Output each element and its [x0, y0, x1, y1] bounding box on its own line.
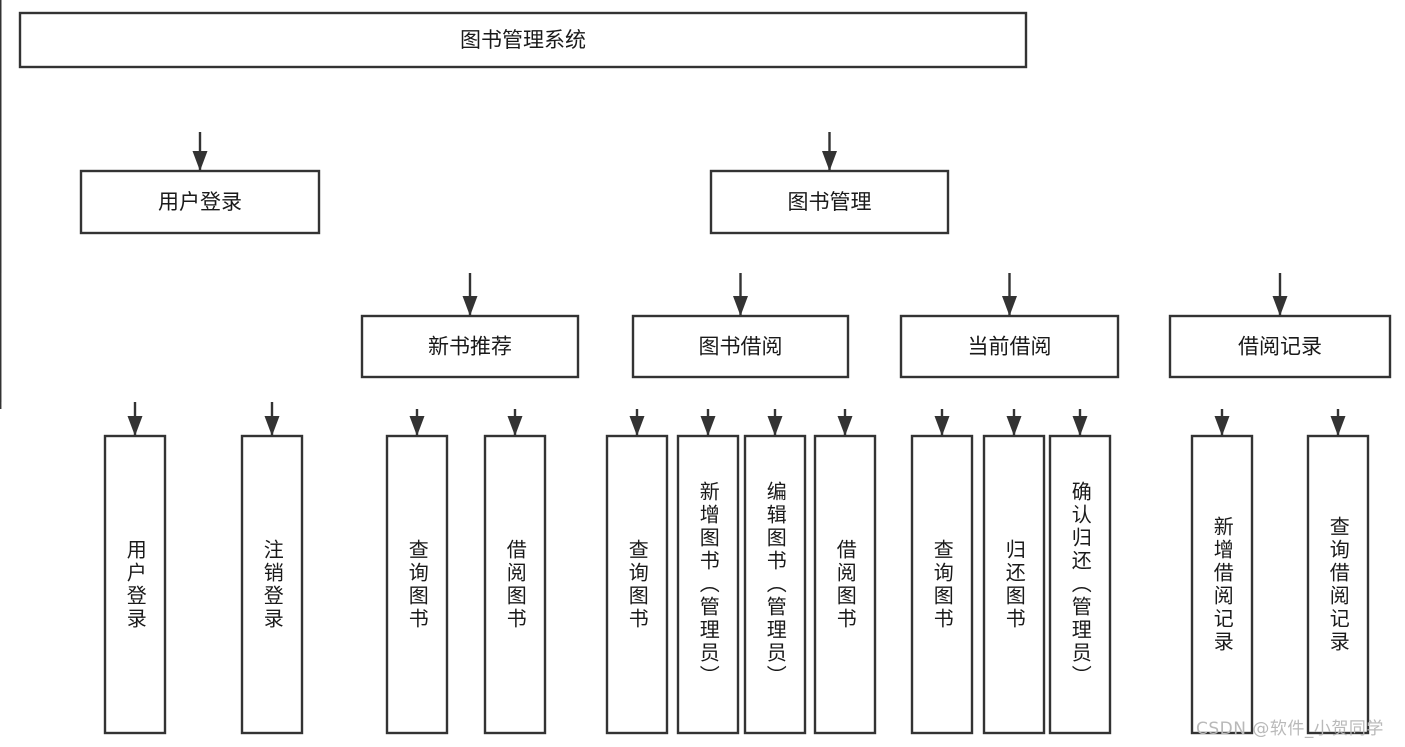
- node-box-leaf-0-查询图书[interactable]: [605, 434, 669, 735]
- arrow-head-icon: [934, 416, 950, 436]
- node-box-layer: [18, 11, 1392, 735]
- arrow-head-icon: [127, 416, 143, 436]
- node-box-l2-1-图书管理[interactable]: [709, 169, 950, 235]
- arrow-head-icon: [192, 151, 208, 171]
- arrow-head-icon: [1072, 416, 1088, 436]
- node-label-用户登录: 用户登录: [158, 190, 242, 214]
- node-box-leaf-1-归还图书[interactable]: [982, 434, 1046, 735]
- arrow-head-icon: [822, 151, 837, 171]
- node-label-图书管理: 图书管理: [788, 190, 872, 214]
- arrow-head-icon: [462, 296, 478, 316]
- arrow-head-icon: [1330, 416, 1346, 436]
- arrow-head-icon: [507, 416, 523, 436]
- node-box-leaf-1-查询借阅记录[interactable]: [1306, 434, 1370, 735]
- arrow-head-icon: [733, 296, 748, 316]
- arrow-head-icon: [1214, 416, 1230, 436]
- arrow-head-icon: [409, 416, 425, 436]
- node-box-leaf-2-编辑图书管理员[interactable]: [743, 434, 807, 735]
- arrow-head-icon: [629, 416, 645, 436]
- connector-layer: [0, 0, 1346, 436]
- node-box-leaf-0-用户登录[interactable]: [103, 434, 167, 735]
- csdn-watermark: CSDN @软件_小贺同学: [1196, 719, 1384, 739]
- node-label-当前借阅: 当前借阅: [968, 335, 1052, 359]
- node-label-借阅记录: 借阅记录: [1238, 335, 1322, 359]
- node-box-leaf-2-确认归还管理员[interactable]: [1048, 434, 1112, 735]
- node-box-l2-0-用户登录[interactable]: [79, 169, 321, 235]
- node-box-leaf-0-查询图书[interactable]: [910, 434, 974, 735]
- node-box-leaf-0-查询图书[interactable]: [385, 434, 449, 735]
- arrow-head-icon: [700, 416, 716, 436]
- node-box-leaf-1-注销登录[interactable]: [240, 434, 304, 735]
- node-box-leaf-3-借阅图书[interactable]: [813, 434, 877, 735]
- node-box-leaf-1-借阅图书[interactable]: [483, 434, 547, 735]
- arrow-head-icon: [264, 416, 280, 436]
- arrow-head-icon: [1002, 296, 1017, 316]
- arrow-head-icon: [1006, 416, 1022, 436]
- node-label-图书借阅: 图书借阅: [699, 335, 783, 359]
- node-box-l3-0-新书推荐[interactable]: [360, 314, 580, 379]
- node-box-leaf-1-新增图书管理员[interactable]: [676, 434, 740, 735]
- node-label-图书管理系统: 图书管理系统: [460, 28, 586, 52]
- node-box-leaf-0-新增借阅记录[interactable]: [1190, 434, 1254, 735]
- arrow-head-icon: [1272, 296, 1288, 316]
- arrow-head-icon: [767, 416, 783, 436]
- node-box-l3-2-当前借阅[interactable]: [899, 314, 1120, 379]
- node-box-l3-1-图书借阅[interactable]: [631, 314, 850, 379]
- node-box-root-0-图书管理系统[interactable]: [18, 11, 1028, 69]
- node-box-l3-3-借阅记录[interactable]: [1168, 314, 1392, 379]
- node-label-新书推荐: 新书推荐: [428, 335, 512, 359]
- arrow-head-icon: [837, 416, 853, 436]
